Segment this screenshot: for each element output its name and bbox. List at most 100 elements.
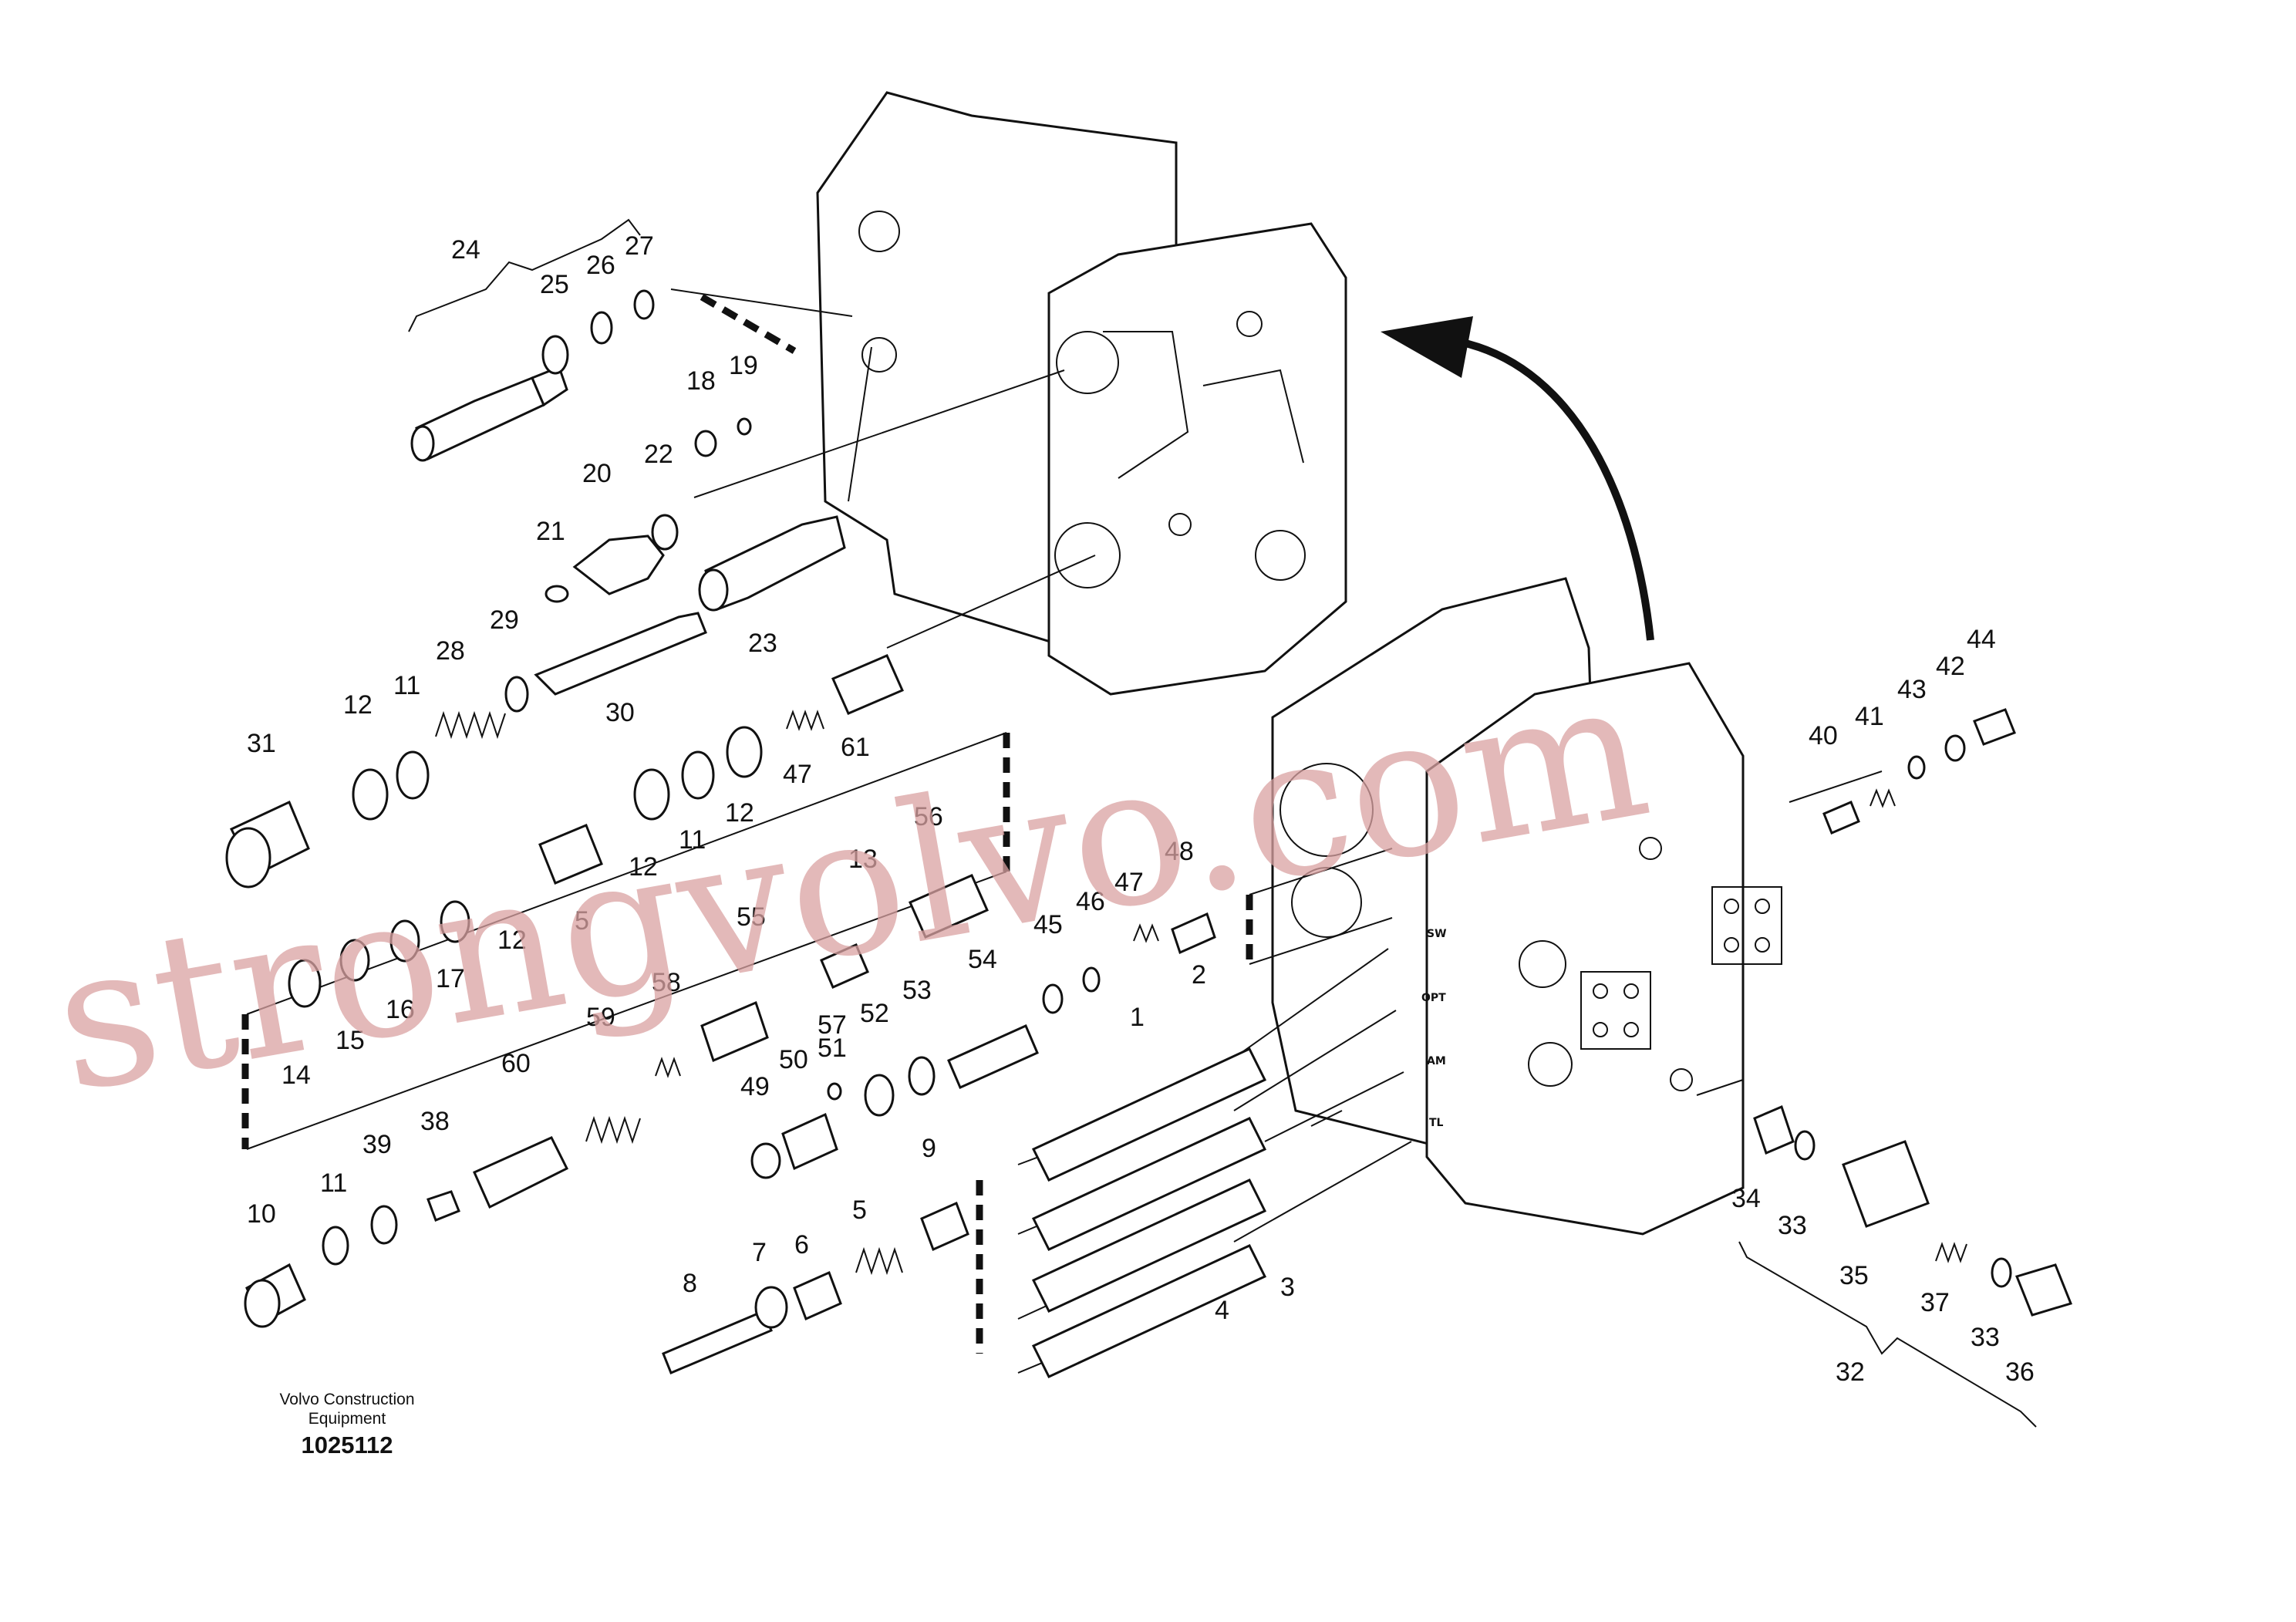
part-spring-47-lower xyxy=(1133,923,1159,943)
upper-valve-block xyxy=(816,91,1347,696)
callout-25: 25 xyxy=(540,270,569,299)
callout-37: 37 xyxy=(1920,1288,1950,1317)
part-spool-30 xyxy=(534,612,707,696)
callout-2: 2 xyxy=(1192,960,1206,990)
callout-38: 38 xyxy=(420,1107,450,1136)
group-bracket-32 xyxy=(1738,1241,2037,1428)
port-tag-tl: TL xyxy=(1429,1117,1444,1129)
callout-48: 48 xyxy=(1165,837,1194,866)
part-oring-43 xyxy=(1907,755,1926,780)
callout-52: 52 xyxy=(860,999,889,1028)
part-backup-42 xyxy=(1944,734,1966,762)
part-spool-4 xyxy=(1031,1244,1267,1378)
dashed-frame-spools xyxy=(976,848,1393,1354)
part-spring-47-upper xyxy=(786,710,824,731)
callout-35: 35 xyxy=(1839,1261,1869,1290)
callout-23: 23 xyxy=(748,629,777,658)
port-tag-am: AM xyxy=(1427,1055,1446,1067)
part-spring-58 xyxy=(655,1057,681,1078)
callout-42: 42 xyxy=(1936,652,1965,681)
callout-16: 16 xyxy=(386,995,415,1024)
dashed-frame-left xyxy=(241,732,1010,1150)
callout-49: 49 xyxy=(740,1072,770,1101)
callout-58: 58 xyxy=(652,968,681,997)
part-oring-12-c xyxy=(726,726,763,778)
callout-14: 14 xyxy=(282,1061,311,1090)
callout-19: 19 xyxy=(729,351,758,380)
callout-54: 54 xyxy=(968,945,997,974)
part-washer-39 xyxy=(370,1205,398,1245)
callout-55: 55 xyxy=(737,902,766,932)
part-backup-46 xyxy=(1082,966,1101,993)
callout-21: 21 xyxy=(536,517,565,546)
part-spool-3 xyxy=(1031,1179,1267,1313)
callout-22: 22 xyxy=(644,440,673,469)
callout-8: 8 xyxy=(683,1269,697,1298)
callout-45: 45 xyxy=(1033,910,1063,939)
part-oring-53 xyxy=(908,1056,936,1096)
part-poppet-40 xyxy=(1822,801,1860,835)
callout-40: 40 xyxy=(1809,721,1838,750)
part-flange-20 xyxy=(572,534,665,595)
part-oring-17 xyxy=(440,900,470,943)
callout-12-a: 12 xyxy=(343,690,373,720)
part-oring-19 xyxy=(737,417,752,436)
callout-60: 60 xyxy=(501,1049,531,1078)
callout-41: 41 xyxy=(1855,702,1884,731)
callout-36: 36 xyxy=(2005,1357,2035,1387)
callout-labels: 1 2 3 4 5 5 6 7 8 9 10 11 11 11 12 12 12… xyxy=(247,231,2035,1387)
part-pin-38 xyxy=(426,1190,460,1222)
port-tag-sw: SW xyxy=(1427,928,1447,940)
part-backup-16 xyxy=(389,919,420,963)
credit-drawing-number: 1025112 xyxy=(301,1431,393,1458)
part-bolt-21 xyxy=(544,585,569,603)
part-spool-1 xyxy=(1031,1047,1267,1182)
part-relief-cartridge xyxy=(410,366,568,462)
part-backup-11-a xyxy=(396,750,430,800)
callout-27: 27 xyxy=(625,231,654,261)
callout-17: 17 xyxy=(436,964,465,993)
callout-3: 3 xyxy=(1280,1273,1295,1302)
callout-4: 4 xyxy=(1215,1296,1229,1325)
callout-28: 28 xyxy=(436,636,465,666)
part-ball-57 xyxy=(827,1082,842,1101)
part-retainer-29 xyxy=(504,676,529,713)
callout-18: 18 xyxy=(686,366,716,396)
callout-24: 24 xyxy=(451,235,480,265)
part-poppet-56 xyxy=(909,874,989,939)
callout-1: 1 xyxy=(1130,1003,1145,1032)
spool-stack xyxy=(1031,1047,1267,1378)
part-sleeve-61 xyxy=(831,654,904,715)
callout-50: 50 xyxy=(779,1045,808,1074)
part-seat-13 xyxy=(820,943,869,989)
callout-56: 56 xyxy=(914,802,943,831)
lower-valve-block: SW OPT AM TL xyxy=(1271,577,1782,1236)
part-backup-ring-26 xyxy=(590,311,613,345)
part-plug-18 xyxy=(694,430,717,457)
part-oring-12-b xyxy=(633,768,670,821)
callout-33-b: 33 xyxy=(1971,1323,2000,1352)
callout-57: 57 xyxy=(818,1010,847,1040)
callout-7: 7 xyxy=(752,1238,767,1267)
part-oring-27 xyxy=(633,289,655,320)
part-oring-45 xyxy=(1042,983,1064,1014)
part-oring-12-a xyxy=(352,768,389,821)
callout-29: 29 xyxy=(490,605,519,635)
part-backup-14 xyxy=(288,959,322,1008)
part-spool-54 xyxy=(947,1024,1039,1089)
part-piston-60 xyxy=(473,1136,569,1209)
callout-43: 43 xyxy=(1897,675,1927,704)
dashed-leader-24 xyxy=(700,294,797,354)
callout-26: 26 xyxy=(586,251,615,280)
callout-32: 32 xyxy=(1836,1357,1865,1387)
part-pin-8 xyxy=(662,1310,773,1374)
port-tag-opt: OPT xyxy=(1421,992,1446,1004)
part-plug-36 xyxy=(2014,1263,2073,1317)
callout-12-b: 12 xyxy=(629,852,658,882)
callout-61: 61 xyxy=(841,733,870,762)
bolt-flange-upper xyxy=(1711,886,1782,965)
callout-46: 46 xyxy=(1076,887,1105,916)
callout-15: 15 xyxy=(335,1026,365,1055)
